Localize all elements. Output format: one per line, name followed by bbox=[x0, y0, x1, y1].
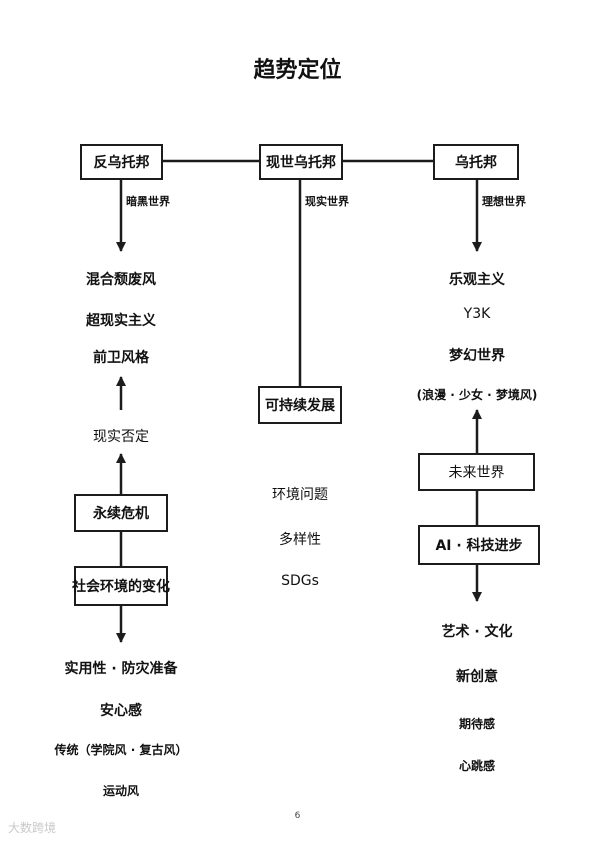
right-item-y3k: Y3K bbox=[463, 306, 491, 322]
right-item-dream-world: 梦幻世界 bbox=[449, 348, 505, 364]
left-item-sporty: 运动风 bbox=[102, 784, 139, 798]
box-future-world: 未来世界 bbox=[418, 453, 535, 491]
page-number: 6 bbox=[294, 811, 301, 821]
label-ideal-world: 理想世界 bbox=[482, 195, 526, 208]
left-item-surrealism: 超现实主义 bbox=[86, 313, 156, 329]
box-social-change: 社会环境的变化 bbox=[72, 566, 170, 606]
middle-item-diversity: 多样性 bbox=[279, 532, 321, 548]
box-utopia: 乌托邦 bbox=[433, 144, 519, 180]
middle-item-environment: 环境问题 bbox=[272, 487, 328, 503]
right-item-heartbeat: 心跳感 bbox=[458, 759, 495, 773]
right-item-anticipation: 期待感 bbox=[458, 717, 495, 731]
label-dark-world: 暗黑世界 bbox=[126, 195, 170, 208]
left-item-practical: 实用性 · 防灾准备 bbox=[64, 661, 178, 677]
left-item-traditional: 传统（学院风 · 复古风） bbox=[54, 743, 188, 757]
box-eternal-crisis: 永续危机 bbox=[74, 494, 168, 532]
watermark-logo: 大数跨境 bbox=[8, 821, 57, 835]
right-item-optimism: 乐观主义 bbox=[449, 272, 505, 288]
page-title: 趋势定位 bbox=[253, 58, 342, 83]
middle-item-sdgs: SDGs bbox=[281, 573, 319, 589]
right-item-romantic-girly-dreamy: (浪漫 · 少女 · 梦境风) bbox=[416, 388, 538, 402]
box-anti-utopia: 反乌托邦 bbox=[80, 144, 163, 180]
box-ai-tech: AI · 科技进步 bbox=[418, 525, 540, 565]
right-item-new-ideas: 新创意 bbox=[456, 669, 498, 685]
left-item-security: 安心感 bbox=[100, 703, 142, 719]
right-item-art-culture: 艺术 · 文化 bbox=[441, 624, 513, 640]
left-item-mixed-decadent: 混合颓废风 bbox=[86, 272, 156, 288]
left-item-avantgarde: 前卫风格 bbox=[93, 350, 149, 366]
label-real-world: 现实世界 bbox=[305, 195, 349, 208]
left-item-reality-negation: 现实否定 bbox=[93, 429, 149, 445]
box-sustainable: 可持续发展 bbox=[258, 386, 342, 424]
box-present-utopia: 现世乌托邦 bbox=[259, 144, 343, 180]
